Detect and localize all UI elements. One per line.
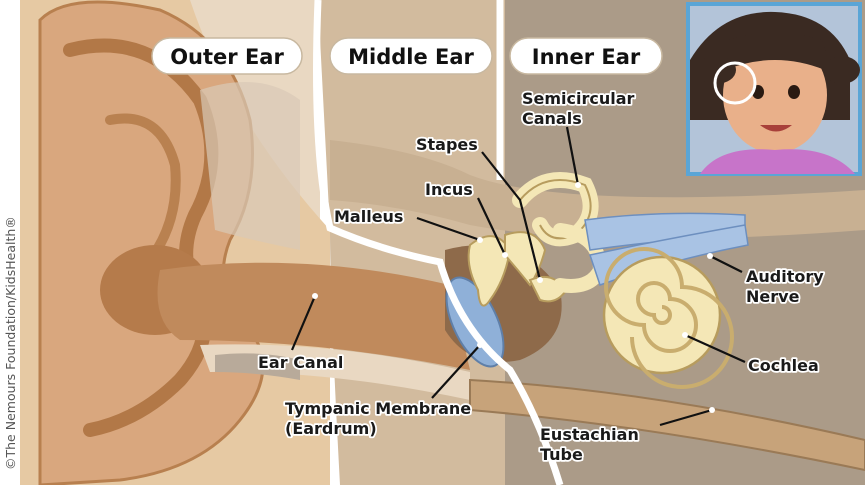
label-malleus: Malleus <box>334 207 403 226</box>
label-inner-ear: Inner Ear <box>532 45 641 69</box>
label-stapes: Stapes <box>416 135 478 154</box>
pill-inner-ear: Inner Ear <box>509 37 663 75</box>
label-semicircular-1: Semicircular <box>522 89 635 108</box>
ear-canal <box>157 262 470 370</box>
leader-lines <box>290 126 746 427</box>
leader-eustachian <box>659 408 713 427</box>
label-eustachian-1: Eustachian <box>540 425 639 444</box>
label-ear-canal: Ear Canal <box>258 353 343 372</box>
label-auditory-1: Auditory <box>746 267 824 286</box>
divider-outer-middle <box>313 0 564 485</box>
label-cochlea: Cochlea <box>748 356 819 375</box>
leader-incus <box>477 197 506 256</box>
pill-middle-ear: Middle Ear <box>329 37 493 75</box>
malleus-bone <box>467 235 512 307</box>
leader-auditory-nerve <box>709 255 743 273</box>
label-semicircular-2: Canals <box>522 109 582 128</box>
label-eustachian-2: Tube <box>540 445 583 464</box>
cartilage-lower <box>215 353 300 380</box>
label-outer-ear: Outer Ear <box>170 45 284 69</box>
cochlea-shell <box>602 255 722 375</box>
pill-outer-ear: Outer Ear <box>151 37 303 75</box>
antihelix-fold <box>105 113 181 265</box>
eustachian-tube <box>469 378 865 472</box>
label-tympanic-1: Tympanic Membrane <box>285 399 471 418</box>
cartilage-upper <box>200 82 300 250</box>
label-tympanic-2: (Eardrum) <box>285 419 377 438</box>
credit-text: ©The Nemours Foundation/KidsHealth® <box>3 216 18 470</box>
leader-cochlea <box>684 333 746 364</box>
cochlea-spiral <box>604 247 734 389</box>
label-auditory-2: Nerve <box>746 287 800 306</box>
label-incus: Incus <box>425 180 473 199</box>
leader-semicircular <box>565 126 580 186</box>
leader-ear-canal <box>290 295 317 351</box>
inset-portrait <box>686 2 862 176</box>
leader-tympanic <box>431 344 481 399</box>
leader-malleus <box>416 216 481 242</box>
inset-ear-highlight <box>713 61 757 105</box>
eardrum <box>445 276 505 368</box>
semicircular-canal-1-outline <box>519 179 592 240</box>
leader-stapes <box>481 151 542 281</box>
label-middle-ear: Middle Ear <box>348 45 474 69</box>
